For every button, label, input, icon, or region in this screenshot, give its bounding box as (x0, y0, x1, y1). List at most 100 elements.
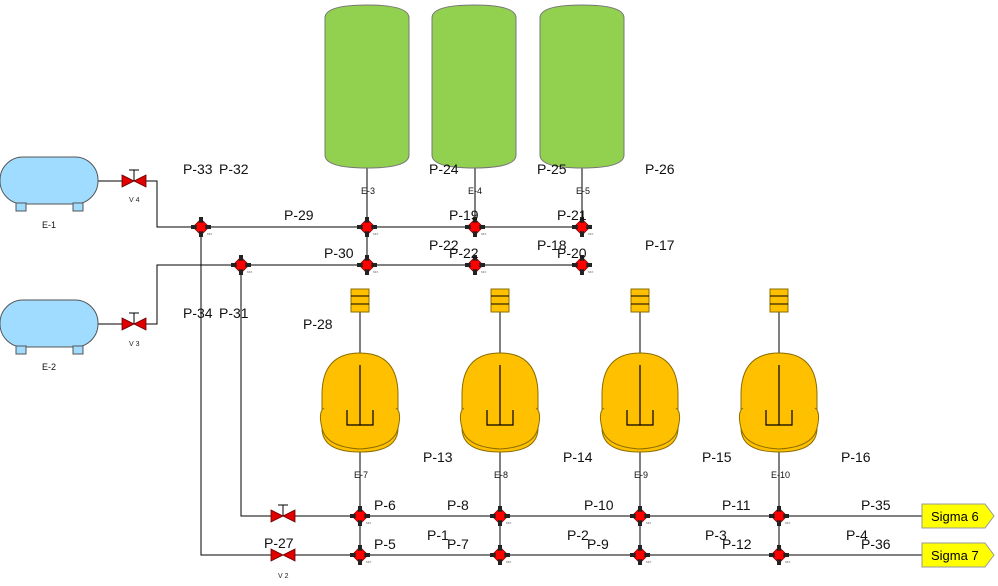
mix-junction[interactable]: MIX (490, 545, 511, 565)
mix-junction-tag: MIX (481, 270, 486, 274)
mix-junction[interactable]: MIX (769, 506, 790, 526)
mix-junction-ports (231, 255, 251, 275)
pipe-label-p4: P-4 (846, 527, 868, 543)
agitator-blade-icon (765, 365, 793, 426)
mix-junction-ports (357, 217, 377, 237)
mix-junction-center (635, 511, 645, 521)
mix-junction-tag: MIX (481, 232, 486, 236)
tank-label: E-5 (576, 186, 590, 196)
mix-junction-tag: MIX (646, 560, 651, 564)
mix-junction[interactable]: MIX (769, 545, 790, 565)
vessel-e2[interactable]: E-2 (0, 299, 99, 372)
agitator-motor-bands (351, 295, 369, 305)
mix-junction-center (774, 550, 784, 560)
vessel-e1[interactable]: E-1 (0, 156, 99, 230)
pipe-label-p10: P-10 (584, 497, 614, 513)
mix-junction[interactable]: MIX (490, 506, 511, 526)
mix-junction-ports (630, 545, 650, 565)
pipe-label-p2: P-2 (567, 527, 589, 543)
output-sigma-6[interactable]: Sigma 6 (921, 503, 995, 529)
valve-v3[interactable]: V 3 (121, 312, 147, 348)
mix-junction-center (362, 260, 372, 270)
pipe-label-p21: P-21 (557, 207, 587, 223)
valve-upper-row[interactable] (270, 504, 296, 523)
mix-junction[interactable]: MIX (357, 217, 378, 237)
pipe-labels: P-33 P-32 P-24 P-25 P-26 P-29 P-19 P-21 … (183, 161, 891, 552)
agitator-blade-icon (346, 365, 374, 426)
storage-tank-e5[interactable]: E-5 (539, 4, 625, 196)
mix-junction-ports (191, 217, 211, 237)
pipe-label-p14: P-14 (563, 449, 593, 465)
mix-junction[interactable]: MIX (572, 217, 593, 237)
pipe-label-p29: P-29 (284, 207, 314, 223)
pipe-label-p17: P-17 (645, 237, 675, 253)
mix-junction-center (355, 511, 365, 521)
mix-junction-tag: MIX (506, 521, 511, 525)
mix-junction[interactable]: MIX (231, 255, 252, 275)
reactor-e9[interactable]: E-9 (599, 288, 681, 480)
reactor-e7[interactable]: E-7 (319, 288, 401, 480)
output-tag-shape (921, 542, 995, 568)
mix-junction-center (470, 222, 480, 232)
reactor-e8[interactable]: E-8 (459, 288, 541, 480)
valve-v4[interactable]: V 4 (121, 169, 147, 204)
vessel-label: E-1 (42, 220, 56, 230)
storage-tank-e4[interactable]: E-4 (431, 4, 517, 196)
mix-junction-center (236, 260, 246, 270)
pipe-label-p31: P-31 (219, 305, 249, 321)
reactor-label: E-7 (354, 470, 368, 480)
pipe-label-p20: P-20 (557, 245, 587, 261)
pipe-label-p26: P-26 (645, 161, 675, 177)
pipe-label-p3: P-3 (705, 527, 727, 543)
reactor-jacket (599, 407, 681, 450)
reactor-jacket (319, 407, 401, 450)
mix-junction[interactable]: MIX (350, 506, 371, 526)
mix-junction-center (495, 511, 505, 521)
agitator-blade-icon (486, 365, 514, 426)
pipe-label-p27: P-27 (264, 535, 294, 551)
tank-body (324, 4, 410, 169)
valve-v2[interactable]: V 2 (270, 548, 296, 580)
mix-junction[interactable]: MIX (465, 255, 486, 275)
vessel-leg (15, 345, 27, 355)
pipe-label-p30: P-30 (324, 245, 354, 261)
vessel-body (0, 299, 99, 348)
mix-junction-ports (572, 217, 592, 237)
valve-stem (129, 169, 139, 181)
pipe-label-p16: P-16 (841, 449, 871, 465)
mix-junction-center (470, 260, 480, 270)
pipe-label-p32: P-32 (219, 161, 249, 177)
pipe-label-p11: P-11 (722, 497, 751, 513)
mix-junction-tag: MIX (785, 521, 790, 525)
output-sigma-7[interactable]: Sigma 7 (921, 542, 995, 568)
reactor-e10[interactable]: E-10 (738, 288, 820, 480)
mix-junction-tag: MIX (588, 232, 593, 236)
junction-group: MIX MIX MIX MIX MIX MIX MIX MIX MIX MIX MIX MIX MIX M… (191, 217, 790, 565)
agitator-motor-bands (631, 295, 649, 305)
tank-label: E-3 (361, 186, 375, 196)
tank-body (431, 4, 517, 169)
output-tag-label: Sigma 7 (931, 548, 979, 563)
vessel-leg (15, 202, 27, 212)
agitator-motor-icon (769, 288, 789, 313)
pipe-label-p15: P-15 (702, 449, 732, 465)
mix-junction[interactable]: MIX (465, 217, 486, 237)
pipe-label-p22-lower: P-22 (449, 245, 479, 261)
storage-tank-e3[interactable]: E-3 (324, 4, 410, 196)
agitator-motor-icon (350, 288, 370, 313)
mix-junction[interactable]: MIX (630, 545, 651, 565)
vessel-leg (72, 202, 84, 212)
pipe-v3-header (146, 264, 241, 325)
mix-junction[interactable]: MIX (350, 545, 371, 565)
pipe-label-p25: P-25 (537, 161, 567, 177)
mix-junction[interactable]: MIX (191, 217, 212, 237)
agitator-motor-icon (630, 288, 650, 313)
mix-junction-ports (357, 255, 377, 275)
mix-junction-tag: MIX (373, 270, 378, 274)
tank-body (539, 4, 625, 169)
pipe-label-p6: P-6 (374, 497, 396, 513)
mix-junction[interactable]: MIX (572, 255, 593, 275)
mix-junction[interactable]: MIX (357, 255, 378, 275)
mix-junction-tag: MIX (785, 560, 790, 564)
mix-junction[interactable]: MIX (630, 506, 651, 526)
